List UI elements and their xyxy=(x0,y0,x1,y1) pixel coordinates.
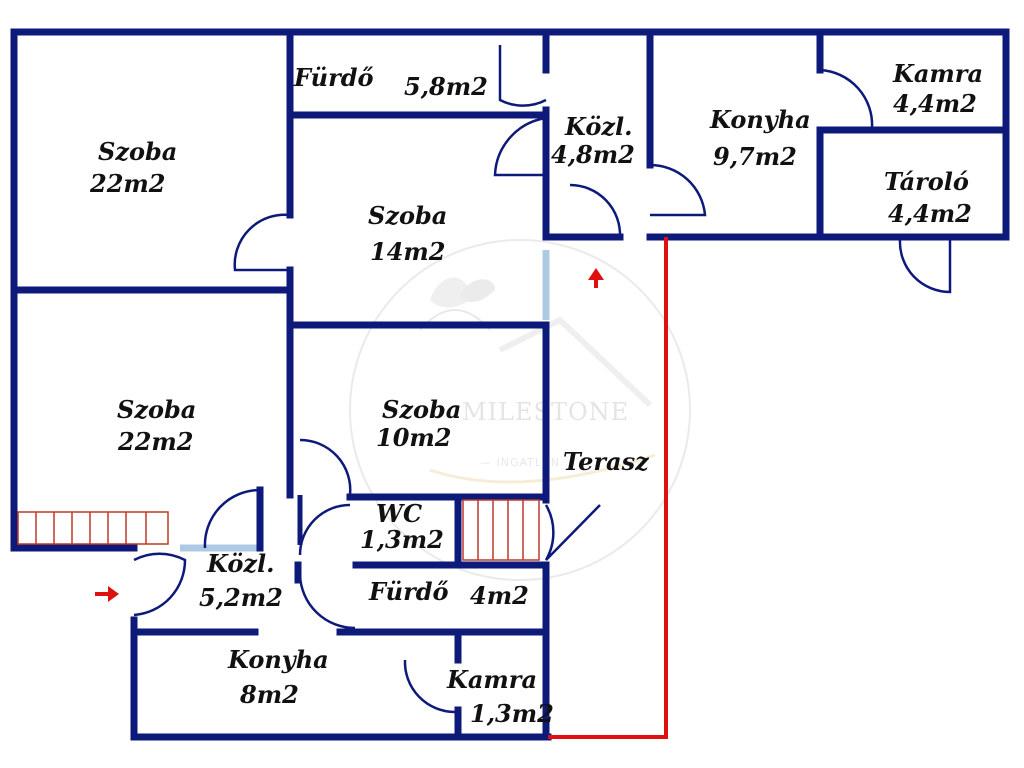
room-wc-area: 1,3m2 xyxy=(360,525,444,554)
room-szoba-sw-area: 22m2 xyxy=(117,427,194,456)
room-konyha-top-area: 9,7m2 xyxy=(713,142,797,171)
stairs-west xyxy=(17,511,169,545)
room-szoba-small-area: 10m2 xyxy=(376,423,452,452)
room-furdo-top-area: 5,8m2 xyxy=(404,72,488,101)
room-kozl-bottom-area: 5,2m2 xyxy=(199,583,283,612)
room-wc-name: WC xyxy=(376,499,422,528)
room-szoba-nw-area: 22m2 xyxy=(89,169,166,198)
room-tarolo-name: Tároló xyxy=(884,167,969,196)
room-kozl-bottom-name: Közl. xyxy=(206,549,274,578)
room-szoba-mid-area: 14m2 xyxy=(370,237,446,266)
stairs-middle xyxy=(462,499,540,561)
room-labels: Fürdő 5,8m2 Közl. 4,8m2 Konyha 9,7m2 Kam… xyxy=(89,59,983,728)
doors xyxy=(133,45,952,714)
room-konyha-bottom-area: 8m2 xyxy=(239,680,299,709)
room-szoba-sw-name: Szoba xyxy=(117,395,196,424)
room-kamra-bottom-area: 1,3m2 xyxy=(470,699,554,728)
room-kamra-top-name: Kamra xyxy=(892,59,983,88)
arrow-right-icon xyxy=(95,586,119,602)
room-tarolo-area: 4,4m2 xyxy=(888,199,972,228)
room-szoba-small-name: Szoba xyxy=(382,395,461,424)
arrow-up-icon xyxy=(588,268,604,288)
room-konyha-bottom-name: Konyha xyxy=(227,645,329,674)
room-szoba-mid-name: Szoba xyxy=(368,201,447,230)
room-kamra-bottom-name: Kamra xyxy=(446,665,537,694)
room-kozl-top-area: 4,8m2 xyxy=(551,140,635,169)
room-furdo-bottom-area: 4m2 xyxy=(470,581,529,610)
room-kamra-top-area: 4,4m2 xyxy=(893,89,977,118)
room-kozl-top-name: Közl. xyxy=(564,112,632,141)
room-furdo-bottom-name: Fürdő xyxy=(368,577,449,606)
windows xyxy=(10,28,1010,720)
terrace-outline xyxy=(548,237,668,739)
room-terasz-name: Terasz xyxy=(563,447,650,476)
room-szoba-nw-name: Szoba xyxy=(98,137,177,166)
walls xyxy=(10,28,1010,741)
room-furdo-top-name: Fürdő xyxy=(293,63,374,92)
watermark-sub: — INGATLAN xyxy=(480,456,560,469)
room-konyha-top-name: Konyha xyxy=(709,105,811,134)
